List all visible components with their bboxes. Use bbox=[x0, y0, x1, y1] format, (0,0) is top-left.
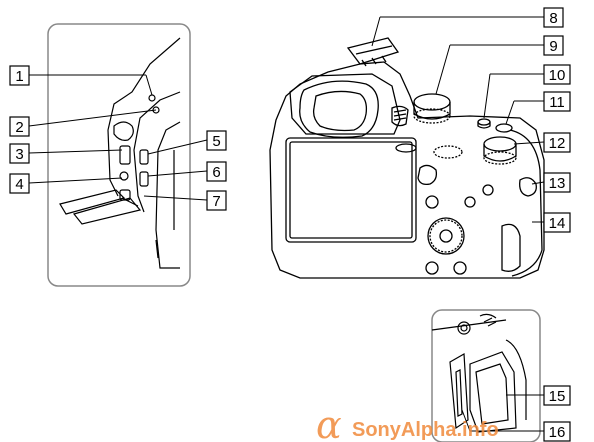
svg-text:15: 15 bbox=[549, 388, 566, 405]
svg-text:7: 7 bbox=[212, 193, 220, 210]
watermark-alpha-symbol: α bbox=[316, 403, 342, 442]
callout-box-16: 16 bbox=[543, 421, 571, 442]
callout-box-4: 4 bbox=[9, 173, 30, 194]
left-leader-lines bbox=[28, 74, 208, 201]
callout-box-15: 15 bbox=[543, 385, 571, 406]
svg-text:3: 3 bbox=[15, 146, 23, 163]
svg-text:1: 1 bbox=[15, 68, 23, 85]
callout-box-12: 12 bbox=[543, 132, 571, 153]
sonyalpha-watermark: α SonyAlpha.info bbox=[316, 403, 499, 442]
callout-box-6: 6 bbox=[206, 161, 227, 182]
callout-box-7: 7 bbox=[206, 190, 227, 211]
svg-text:9: 9 bbox=[549, 38, 557, 55]
callout-box-14: 14 bbox=[543, 212, 571, 233]
inset-leader-lines bbox=[461, 394, 544, 432]
svg-text:2: 2 bbox=[15, 119, 23, 136]
camera-body-rear bbox=[269, 37, 545, 279]
svg-text:14: 14 bbox=[549, 215, 566, 232]
svg-text:5: 5 bbox=[212, 133, 220, 150]
svg-text:13: 13 bbox=[549, 175, 566, 192]
svg-text:8: 8 bbox=[549, 10, 557, 27]
svg-text:6: 6 bbox=[212, 164, 220, 181]
watermark-text: SonyAlpha.info bbox=[352, 419, 499, 441]
svg-text:10: 10 bbox=[549, 67, 566, 84]
svg-text:4: 4 bbox=[15, 176, 23, 193]
callout-box-11: 11 bbox=[543, 91, 571, 112]
callout-box-3: 3 bbox=[9, 143, 30, 164]
svg-text:16: 16 bbox=[549, 424, 566, 441]
callout-box-8: 8 bbox=[543, 7, 564, 28]
svg-text:11: 11 bbox=[549, 94, 565, 111]
callout-box-5: 5 bbox=[206, 130, 227, 151]
side-terminal-inset bbox=[47, 23, 191, 287]
callout-box-2: 2 bbox=[9, 116, 30, 137]
callout-box-13: 13 bbox=[543, 172, 571, 193]
callout-box-10: 10 bbox=[543, 64, 571, 85]
main-leader-lines bbox=[371, 16, 545, 223]
callout-box-1: 1 bbox=[9, 65, 30, 86]
svg-text:12: 12 bbox=[549, 135, 566, 152]
card-slot-inset bbox=[431, 309, 541, 442]
callout-box-9: 9 bbox=[543, 35, 564, 56]
